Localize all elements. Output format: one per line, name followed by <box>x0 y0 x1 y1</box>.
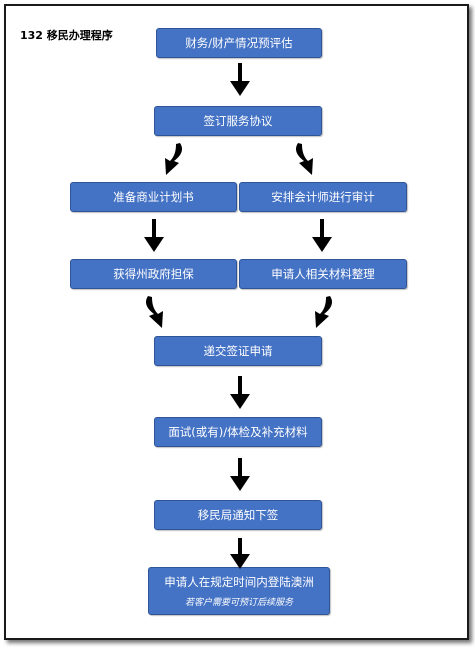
step-state-sponsorship: 获得州政府担保 <box>70 259 237 289</box>
step-business-plan: 准备商业计划书 <box>70 182 237 212</box>
arrow-curved-merge-left <box>146 296 163 328</box>
arrow-down-4 <box>230 538 250 569</box>
step-organize-materials: 申请人相关材料整理 <box>239 259 407 289</box>
step-land-australia: 申请人在规定时间内登陆澳洲 若客户需要可预订后续服务 <box>148 567 330 615</box>
step-visa-granted: 移民局通知下签 <box>154 500 322 530</box>
arrow-curved-left-branch <box>165 143 182 175</box>
step-submit-visa: 递交签证申请 <box>154 336 322 366</box>
arrow-curved-merge-right <box>315 296 332 328</box>
arrow-down-right-column <box>312 219 332 252</box>
step-land-australia-label: 申请人在规定时间内登陆澳洲 <box>164 575 314 589</box>
step-sign-agreement: 签订服务协议 <box>154 106 322 136</box>
arrow-down-2 <box>230 376 250 409</box>
step-audit: 安排会计师进行审计 <box>239 182 407 212</box>
step-asset-evaluation: 财务/财产情况预评估 <box>156 28 322 58</box>
document-title: 132 移民办理程序 <box>20 29 113 42</box>
arrow-down-1 <box>230 63 250 96</box>
arrow-down-3 <box>230 458 250 491</box>
arrow-down-left-column <box>144 219 164 252</box>
arrow-curved-right-branch <box>296 143 313 175</box>
step-followup-note: 若客户需要可预订后续服务 <box>184 598 293 608</box>
step-interview-medical: 面试(或有)/体检及补充材料 <box>154 417 322 447</box>
